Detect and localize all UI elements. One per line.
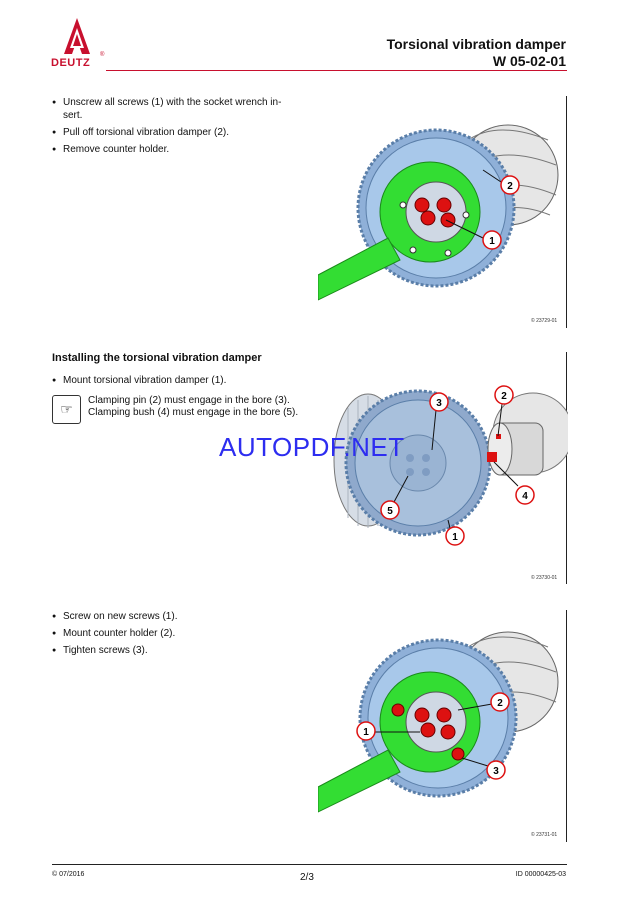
crankshaft-end-illustration	[487, 392, 568, 476]
deutz-logo: DEUTZ ®	[50, 16, 112, 74]
figure-id: © 23731-01	[531, 832, 558, 838]
figure-damper-installation: 3 5 1 2 4	[333, 385, 568, 546]
list-item: Unscrew all screws (1) with the socket w…	[52, 96, 300, 122]
callout-3: 3	[429, 392, 449, 451]
figure-damper-removal: 1 2	[318, 124, 559, 301]
list-item: Tighten screws (3).	[52, 644, 300, 657]
clamping-bush	[487, 452, 497, 462]
list-item: Screw on new screws (1).	[52, 610, 300, 623]
tighten-steps-list: Screw on new screws (1). Mount counter h…	[52, 610, 300, 661]
registered-mark: ®	[100, 52, 105, 58]
list-item: Pull off torsional vibration damper (2).	[52, 126, 300, 139]
callout-label: 3	[436, 398, 442, 409]
footer-doc-id: ID 00000425-03	[515, 871, 566, 878]
figure-divider	[566, 96, 567, 328]
callout-1: 1	[445, 519, 465, 546]
note-line: Clamping bush (4) must engage in the bor…	[88, 407, 299, 418]
callout-1: 1	[445, 219, 502, 250]
callout-label: 2	[507, 181, 513, 192]
counter-holder-illustration	[318, 237, 401, 301]
damper-illustration	[333, 389, 492, 537]
section-heading: Installing the torsional vibration dampe…	[52, 352, 262, 364]
footer-date: © 07/2016	[52, 871, 85, 878]
clamping-pin	[496, 434, 501, 439]
page-title: Torsional vibration damper	[386, 36, 566, 52]
note-text: Clamping pin (2) must engage in the bore…	[88, 395, 298, 419]
figure-divider	[566, 352, 567, 584]
deutz-flame-icon	[64, 18, 90, 54]
list-item: Remove counter holder.	[52, 143, 300, 156]
list-item: Mount counter holder (2).	[52, 627, 300, 640]
pointing-hand-icon: ☞	[52, 395, 81, 424]
removal-steps-list: Unscrew all screws (1) with the socket w…	[52, 96, 300, 160]
callout-label: 1	[452, 532, 458, 543]
install-steps-list: Mount torsional vibration damper (1).	[52, 374, 300, 391]
callout-label: 3	[493, 766, 499, 777]
figure-screw-tightening: 2 1 3	[318, 631, 559, 813]
watermark-text: AUTOPDF.NET	[219, 432, 405, 462]
callout-1: 1	[356, 721, 420, 741]
list-item: Mount torsional vibration damper (1).	[52, 374, 300, 387]
callout-2: 2	[457, 692, 510, 712]
figure-id: © 23730-01	[531, 575, 558, 581]
callout-2: 2	[494, 385, 514, 437]
callout-label: 1	[489, 236, 495, 247]
logo-text: DEUTZ	[51, 57, 91, 69]
page-number: 2/3	[300, 872, 314, 883]
header-rule	[106, 70, 567, 71]
footer-rule	[52, 864, 567, 865]
callout-5: 5	[380, 475, 409, 520]
figure-divider	[566, 610, 567, 842]
callout-4: 4	[493, 461, 535, 505]
callout-3: 3	[461, 757, 506, 780]
callout-label: 4	[522, 491, 528, 502]
callout-label: 2	[501, 391, 507, 402]
counter-holder-illustration	[318, 749, 401, 813]
callout-2: 2	[482, 169, 520, 195]
callout-label: 2	[497, 698, 503, 709]
damper-illustration	[358, 638, 518, 798]
damper-illustration	[356, 128, 516, 288]
document-number: W 05-02-01	[492, 53, 566, 69]
callout-label: 1	[363, 727, 369, 738]
callout-label: 5	[387, 506, 393, 517]
figure-id: © 23729-01	[531, 318, 558, 324]
note-line: Clamping pin (2) must engage in the bore…	[88, 395, 290, 406]
